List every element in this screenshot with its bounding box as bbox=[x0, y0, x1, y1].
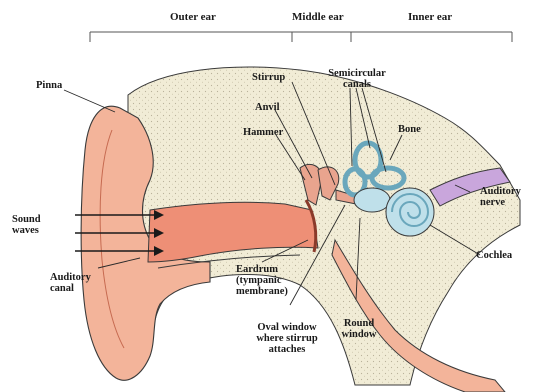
label-eardrum-line2: (tympanic bbox=[236, 275, 288, 286]
label-eardrum-line1: Eardrum bbox=[236, 264, 288, 275]
section-inner-ear: Inner ear bbox=[408, 12, 452, 23]
section-bracket bbox=[90, 32, 512, 42]
label-oval-window-line3: attaches bbox=[246, 344, 328, 355]
label-sound-waves: Sound waves bbox=[12, 214, 41, 236]
label-auditory-canal-line1: Auditory bbox=[50, 272, 91, 283]
label-round-window-line2: window bbox=[334, 329, 384, 340]
label-sound-line1: Sound bbox=[12, 214, 41, 225]
label-anvil: Anvil bbox=[255, 102, 280, 113]
label-auditory-canal: Auditory canal bbox=[50, 272, 91, 294]
label-cochlea: Cochlea bbox=[476, 250, 512, 261]
label-stirrup: Stirrup bbox=[252, 72, 285, 83]
label-eardrum: Eardrum (tympanic membrane) bbox=[236, 264, 288, 297]
label-auditory-canal-line2: canal bbox=[50, 283, 91, 294]
label-semicircular-line2: canals bbox=[322, 79, 392, 90]
label-oval-window-line2: where stirrup bbox=[246, 333, 328, 344]
label-eardrum-line3: membrane) bbox=[236, 286, 288, 297]
label-semicircular-canals: Semicircular canals bbox=[322, 68, 392, 90]
section-outer-ear: Outer ear bbox=[170, 12, 216, 23]
label-round-window: Round window bbox=[334, 318, 384, 340]
label-hammer: Hammer bbox=[243, 127, 283, 138]
section-middle-ear: Middle ear bbox=[292, 12, 344, 23]
vestibule bbox=[354, 188, 390, 212]
label-pinna: Pinna bbox=[36, 80, 62, 91]
label-oval-window: Oval window where stirrup attaches bbox=[246, 322, 328, 355]
label-semicircular-line1: Semicircular bbox=[322, 68, 392, 79]
label-oval-window-line1: Oval window bbox=[246, 322, 328, 333]
label-auditory-nerve: Auditory nerve bbox=[480, 186, 521, 208]
label-auditory-nerve-line1: Auditory bbox=[480, 186, 521, 197]
label-auditory-nerve-line2: nerve bbox=[480, 197, 521, 208]
label-bone: Bone bbox=[398, 124, 421, 135]
label-sound-line2: waves bbox=[12, 225, 41, 236]
label-round-window-line1: Round bbox=[334, 318, 384, 329]
cochlea-shape bbox=[386, 188, 434, 236]
